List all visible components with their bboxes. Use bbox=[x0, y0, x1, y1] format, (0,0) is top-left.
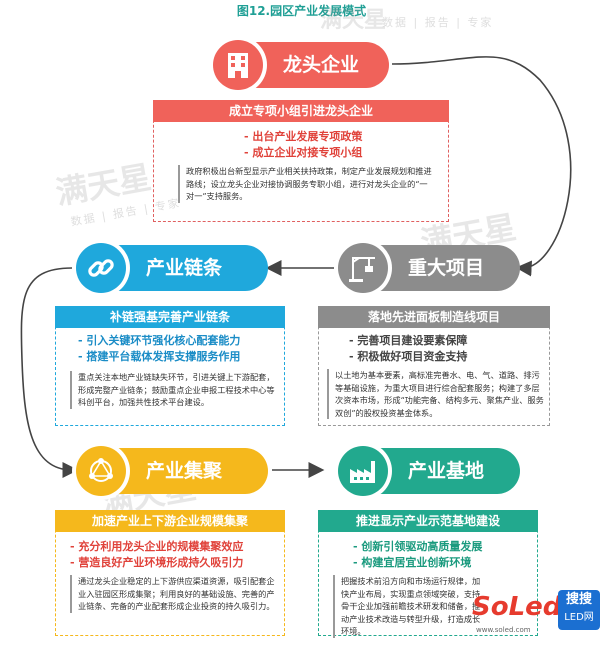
crane-icon bbox=[349, 257, 375, 282]
stage-band: 推进显示产业示范基地建设 bbox=[318, 510, 538, 532]
logo-brand-text: 搜搜 bbox=[565, 592, 592, 607]
factory-icon bbox=[350, 461, 375, 483]
stage-panel-leading: 成立专项小组引进龙头企业 出台产业发展专项政策 成立企业对接专项小组 政府积极出… bbox=[153, 100, 449, 222]
bullet-item: 创新引领驱动高质量发展 bbox=[353, 539, 482, 555]
watermark-tagline: 数据 | 报告 | 专家 bbox=[382, 16, 494, 29]
stage-description: 政府积极出台新型显示产业相关扶持政策，制定产业发展规划和推进路线；设立龙头企业对… bbox=[178, 165, 432, 203]
stage-description: 重点关注本地产业链缺失环节，引进关键上下游配套，形成完整产业链条；鼓励重点企业申… bbox=[70, 371, 278, 409]
logo-mark: SoLed bbox=[472, 592, 562, 622]
logo-brand: 搜搜 LED网 bbox=[558, 590, 600, 630]
stage-bullets: 出台产业发展专项政策 成立企业对接专项小组 bbox=[244, 129, 362, 161]
stage-name: 产业链条 bbox=[146, 257, 223, 279]
watermark-brand: 满天星 bbox=[320, 8, 387, 33]
stage-pill-cluster: 产业集聚 bbox=[72, 442, 268, 500]
stage-name: 龙头企业 bbox=[283, 54, 360, 76]
arrow-chain-to-cluster bbox=[20, 267, 79, 478]
network-icon bbox=[89, 458, 113, 482]
building-icon bbox=[228, 53, 248, 78]
stage-description: 把握技术前沿方向和市场运行规律，加快产业布局，实现重点领域突破，支持骨干企业加强… bbox=[333, 575, 481, 638]
soled-logo: SoLed 搜搜 LED网 www.soled.com bbox=[472, 590, 602, 645]
stage-bullets: 引入关键环节强化核心配套能力 搭建平台载体发挥支撑服务作用 bbox=[78, 333, 240, 365]
stage-description: 以土地为基本要素，高标准完善水、电、气、道路、排污等基础设施，为重大项目进行综合… bbox=[327, 369, 545, 419]
stage-name: 产业基地 bbox=[408, 460, 485, 482]
bullet-item: 营造良好产业环境形成持久吸引力 bbox=[70, 555, 243, 571]
stage-band: 补链强基完善产业链条 bbox=[55, 306, 285, 328]
bullet-item: 充分利用龙头企业的规模集聚效应 bbox=[70, 539, 243, 555]
stage-pill-major: 重大项目 bbox=[334, 239, 520, 297]
diagram-title: 图12.园区产业发展模式 bbox=[236, 4, 367, 18]
stage-pill-chain: 产业链条 bbox=[72, 239, 268, 297]
stage-band: 成立专项小组引进龙头企业 bbox=[153, 100, 449, 122]
bullet-item: 构建宜居宜业创新环境 bbox=[353, 555, 482, 571]
stage-band: 加速产业上下游企业规模集聚 bbox=[55, 510, 285, 532]
stage-name: 产业集聚 bbox=[146, 460, 223, 482]
stage-bullets: 完善项目建设要素保障 积极做好项目资金支持 bbox=[349, 333, 467, 365]
stage-panel-chain: 补链强基完善产业链条 引入关键环节强化核心配套能力 搭建平台载体发挥支撑服务作用… bbox=[55, 306, 285, 426]
stage-bullets: 充分利用龙头企业的规模集聚效应 营造良好产业环境形成持久吸引力 bbox=[70, 539, 243, 571]
arrow-leading-to-major bbox=[391, 56, 572, 277]
stage-pill-leading: 龙头企业 bbox=[209, 36, 389, 94]
bullet-item: 出台产业发展专项政策 bbox=[244, 129, 362, 145]
stage-panel-major: 落地先进面板制造线项目 完善项目建设要素保障 积极做好项目资金支持 以土地为基本… bbox=[318, 306, 550, 426]
stage-bullets: 创新引领驱动高质量发展 构建宜居宜业创新环境 bbox=[353, 539, 482, 571]
bullet-item: 积极做好项目资金支持 bbox=[349, 349, 467, 365]
bullet-item: 搭建平台载体发挥支撑服务作用 bbox=[78, 349, 240, 365]
chain-link-icon bbox=[88, 259, 114, 277]
bullet-item: 完善项目建设要素保障 bbox=[349, 333, 467, 349]
stage-panel-base: 推进显示产业示范基地建设 创新引领驱动高质量发展 构建宜居宜业创新环境 把握技术… bbox=[318, 510, 538, 638]
bullet-item: 引入关键环节强化核心配套能力 bbox=[78, 333, 240, 349]
logo-brand-sub: LED网 bbox=[564, 612, 594, 623]
stage-band: 落地先进面板制造线项目 bbox=[318, 306, 550, 328]
logo-url: www.soled.com bbox=[476, 626, 531, 634]
stage-pill-base: 产业基地 bbox=[334, 442, 520, 500]
stage-panel-cluster: 加速产业上下游企业规模集聚 充分利用龙头企业的规模集聚效应 营造良好产业环境形成… bbox=[55, 510, 285, 636]
stage-description: 通过龙头企业稳定的上下游供应渠道资源，吸引配套企业入驻园区形成集聚；利用良好的基… bbox=[70, 575, 278, 613]
bullet-item: 成立企业对接专项小组 bbox=[244, 145, 362, 161]
stage-name: 重大项目 bbox=[408, 257, 485, 279]
